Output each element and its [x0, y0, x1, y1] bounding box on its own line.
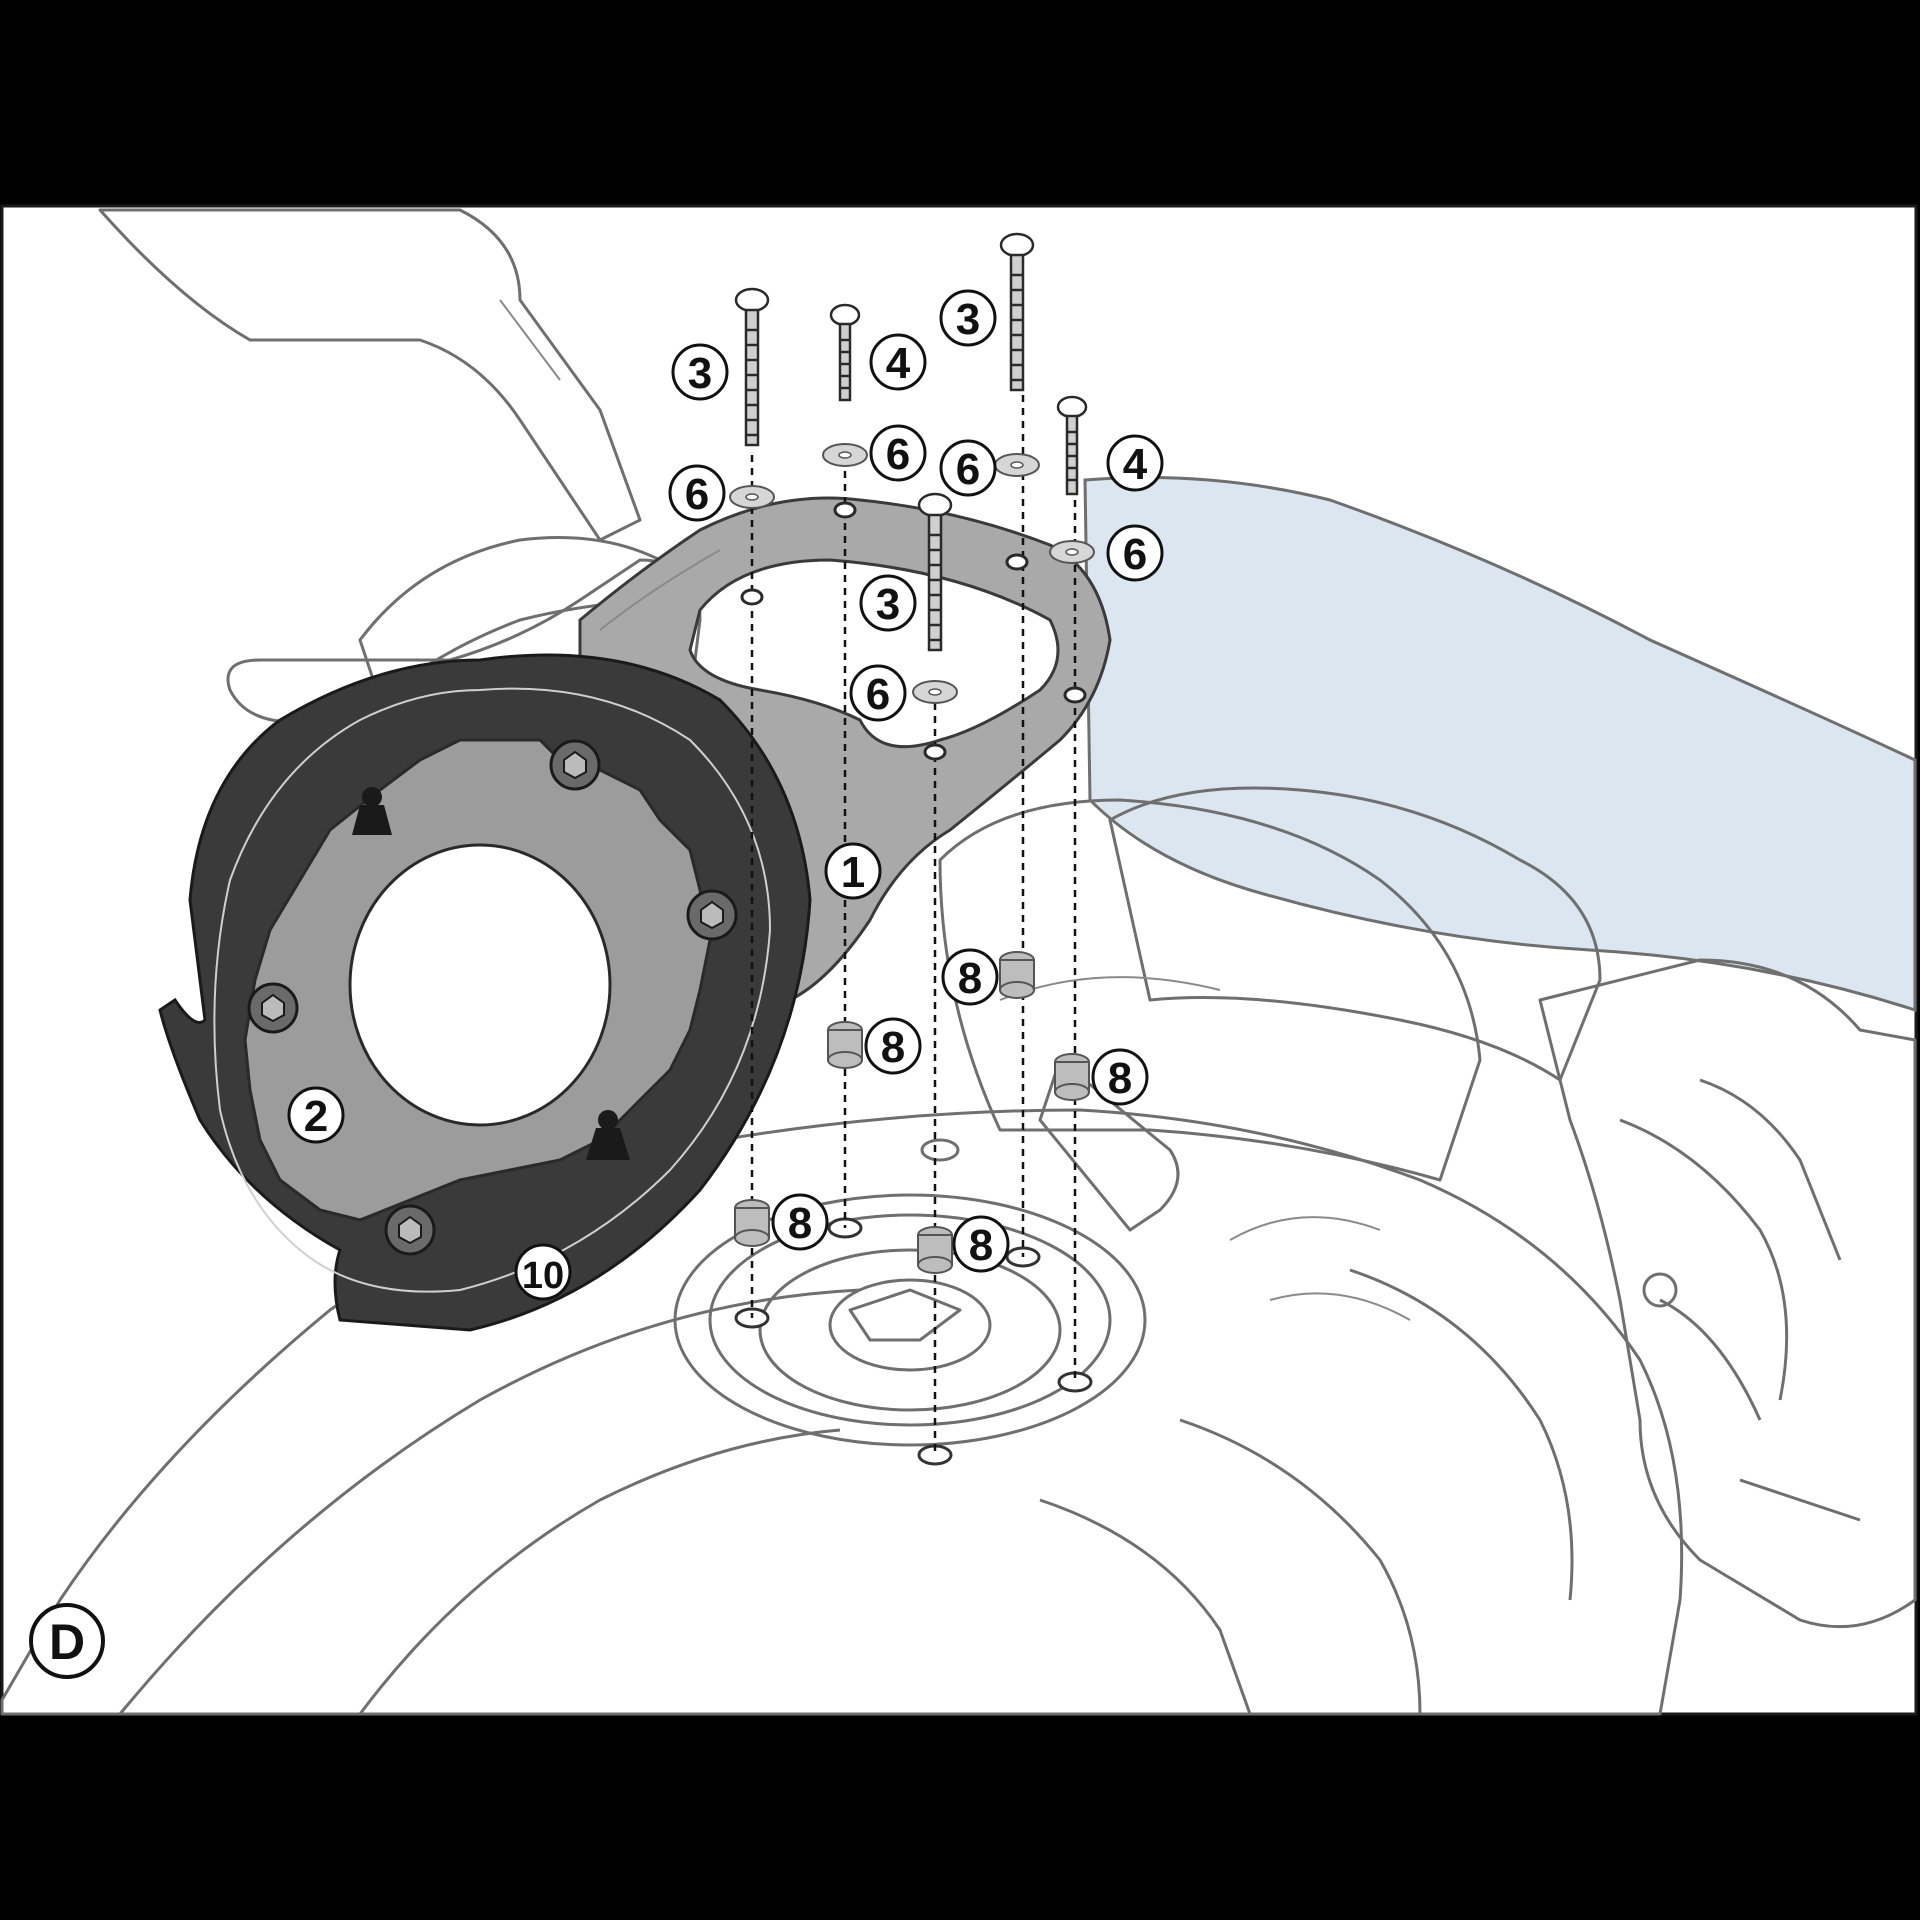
- svg-text:3: 3: [956, 295, 980, 344]
- callout-8d: 8: [771, 1193, 829, 1251]
- tank-hump: [938, 798, 1482, 1182]
- svg-text:8: 8: [788, 1199, 812, 1248]
- bolt-3a: [734, 287, 770, 447]
- svg-text:1: 1: [841, 848, 865, 897]
- callout-6a: 6: [668, 464, 726, 522]
- svg-text:D: D: [49, 1614, 85, 1670]
- bolt-4b: [1056, 395, 1088, 496]
- callout-3c: 3: [859, 574, 917, 632]
- svg-text:4: 4: [1123, 440, 1148, 489]
- svg-text:6: 6: [866, 670, 890, 719]
- callout-3a: 3: [671, 343, 729, 401]
- callout-6d: 6: [1106, 524, 1164, 582]
- svg-text:8: 8: [969, 1221, 993, 1270]
- ring-rim: [213, 687, 772, 1293]
- tankbag-ring: [158, 653, 812, 1332]
- callouts: 1 2 10 3 3 3 4 4: [287, 289, 1164, 1301]
- svg-text:8: 8: [958, 954, 982, 1003]
- callout-8e: 8: [952, 1215, 1010, 1273]
- callout-1: 1: [824, 842, 882, 900]
- callout-4a: 4: [869, 333, 927, 391]
- svg-text:6: 6: [886, 430, 910, 479]
- bolt-4a: [829, 303, 861, 402]
- ring-opening: [348, 843, 612, 1127]
- svg-text:4: 4: [886, 339, 911, 388]
- washers: [729, 443, 1095, 704]
- callout-8b: 8: [864, 1017, 922, 1075]
- callout-6b: 6: [869, 424, 927, 482]
- right-controls: [1538, 958, 1917, 1629]
- svg-text:8: 8: [881, 1023, 905, 1072]
- plate-pins: [352, 787, 630, 1160]
- fuel-cap: [673, 1138, 1147, 1447]
- callout-6e: 6: [849, 664, 907, 722]
- handlebar-area: [1108, 786, 1602, 1082]
- bolt-3b: [999, 232, 1035, 392]
- callout-8c: 8: [1091, 1048, 1149, 1106]
- spacers: [734, 951, 1090, 1274]
- motorcycle-illustration: [0, 208, 1917, 1716]
- svg-text:8: 8: [1108, 1054, 1132, 1103]
- cable-tab: [1038, 1058, 1180, 1232]
- svg-text:3: 3: [688, 349, 712, 398]
- callout-3b: 3: [939, 289, 997, 347]
- windscreen: [1083, 476, 1917, 1013]
- callout-8a: 8: [941, 948, 999, 1006]
- mirror: [98, 208, 642, 542]
- panel-label: D: [29, 1603, 105, 1679]
- callout-4b: 4: [1106, 434, 1164, 492]
- svg-text:6: 6: [1123, 530, 1147, 579]
- callout-2: 2: [287, 1086, 345, 1144]
- callout-10: 10: [514, 1243, 572, 1301]
- bolt-3c: [917, 492, 953, 652]
- svg-text:6: 6: [956, 445, 980, 494]
- svg-text:2: 2: [304, 1092, 328, 1141]
- svg-text:10: 10: [522, 1255, 564, 1297]
- svg-text:6: 6: [685, 470, 709, 519]
- callout-6c: 6: [939, 439, 997, 497]
- alignment-lines: [750, 395, 1077, 1455]
- bolts: [734, 232, 1088, 652]
- svg-text:3: 3: [876, 580, 900, 629]
